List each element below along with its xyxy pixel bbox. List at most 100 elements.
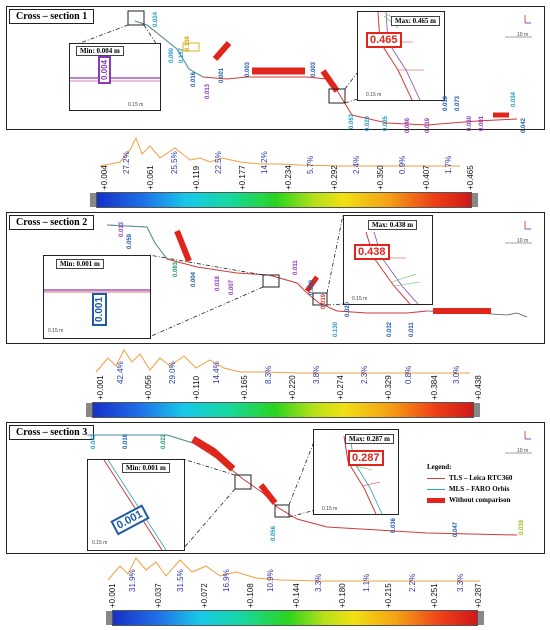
measurement-label: 0.003 — [245, 61, 251, 77]
hist-percent: 29.0% — [168, 361, 177, 384]
hist-tick: +0.234 — [284, 165, 293, 190]
measurement-label: 0.138 — [185, 35, 191, 51]
hist-tick: +0.119 — [192, 165, 201, 190]
measurement-label: 0.059 — [127, 233, 133, 249]
measurement-label: 0.039 — [519, 519, 525, 535]
measurement-label: 0.001 — [219, 67, 225, 83]
measurement-label: 0.073 — [455, 95, 461, 111]
inset-scale-label: 0.15 m — [322, 506, 338, 512]
uncompared-segment — [212, 41, 232, 61]
measurement-label: 0.083 — [173, 261, 179, 277]
hist-percent: 14.2% — [260, 151, 269, 174]
measurement-label: 0.039 — [443, 95, 449, 111]
hist-tick: +0.004 — [100, 165, 109, 190]
zoom-box-min — [262, 274, 280, 288]
hist-percent: 0.9% — [398, 155, 407, 174]
legend-title: Legend: — [427, 463, 452, 471]
inset-scale-label: 0.15 m — [128, 102, 144, 108]
hist-percent: 3.0% — [452, 365, 461, 384]
hist-percent: 3.3% — [456, 573, 465, 592]
hist-tick: +0.407 — [422, 165, 431, 190]
hist-tick: +0.037 — [154, 583, 163, 608]
measurement-label: 0.013 — [205, 83, 211, 99]
measurement-label: 0.018 — [215, 275, 221, 291]
hist-tick: +0.384 — [430, 375, 439, 400]
zoom-box-max — [328, 88, 346, 104]
measurement-label: 0.013 — [119, 221, 125, 237]
measurement-label: 0.032 — [387, 321, 393, 337]
hist-tick: +0.001 — [108, 583, 117, 608]
hist-percent: 42.4% — [116, 361, 125, 384]
hist-tick: +0.465 — [466, 165, 475, 190]
legend: Legend: TLS – Leica RTC360 MLS – FARO Or… — [427, 463, 512, 504]
zoom-box-min — [234, 474, 252, 490]
min-inset: Min: 0.001 m 0.001 0.15 m — [43, 255, 151, 339]
legend-item-uncompared: Without comparison — [427, 496, 512, 504]
max-label: Max: 0.465 m — [390, 16, 440, 26]
cross-section-3-panel: Cross – section 3 10 m Min: 0.001 m 0.00… — [6, 422, 545, 554]
cross-section-2-panel: Cross – section 2 10 m Min: 0.001 m 0.00… — [6, 212, 545, 344]
histogram-2-curve — [95, 349, 470, 374]
hist-tick: +0.292 — [330, 165, 339, 190]
histogram-3-curve — [107, 557, 480, 582]
hist-tick: +0.287 — [474, 583, 483, 608]
min-label: Min: 0.001 m — [56, 259, 104, 269]
uncompared-segment — [320, 69, 340, 93]
uncompared-segment — [304, 275, 320, 293]
uncompared-segment — [174, 229, 192, 263]
hist-tick: +0.165 — [240, 375, 249, 400]
axis-icon — [524, 15, 531, 24]
hist-tick: +0.220 — [288, 375, 297, 400]
min-value-callout: 0.001 — [92, 292, 107, 326]
min-inset: Min: 0.004 m 0.004 0.15 m — [69, 43, 161, 111]
measurement-label: 0.043 — [91, 433, 97, 449]
inset-scale-label: 0.15 m — [352, 296, 368, 302]
hist-percent: 25.5% — [170, 151, 179, 174]
hist-tick: +0.108 — [246, 583, 255, 608]
measurement-label: 0.047 — [453, 521, 459, 537]
min-value-callout: 0.004 — [98, 55, 111, 84]
inset-scale-label: 0.15 m — [366, 92, 382, 98]
hist-tick: +0.329 — [384, 375, 393, 400]
histogram-1-curve — [99, 136, 460, 167]
cross-section-3-drawing — [87, 428, 532, 550]
profile-line-mls — [134, 20, 204, 78]
zoom-box-min — [127, 10, 145, 26]
max-label: Max: 0.287 m — [344, 434, 394, 444]
hist-tick: +0.001 — [96, 375, 105, 400]
hist-percent: 8.3% — [264, 365, 273, 384]
max-inset: Max: 0.438 m 0.438 0.15 m — [343, 215, 433, 305]
hist-tick: +0.350 — [376, 165, 385, 190]
histogram-2: 42.4% 29.0% 14.4% 8.3% 3.8% 2.3% 0.8% 3.… — [0, 344, 550, 400]
measurement-label: 0.022 — [161, 433, 167, 449]
hist-percent: 2.4% — [352, 155, 361, 174]
hist-tick: +0.180 — [338, 583, 347, 608]
inset-scale-label: 0.15 m — [48, 328, 64, 334]
measurement-label: 0.036 — [391, 517, 397, 533]
measurement-label: 0.056 — [271, 525, 277, 541]
measurement-label: 0.009 — [309, 279, 315, 295]
hist-tick: +0.144 — [292, 583, 301, 608]
measurement-label: 0.003 — [311, 61, 317, 77]
hist-percent: 14.4% — [212, 361, 221, 384]
hist-tick: +0.072 — [200, 583, 209, 608]
uncompared-segment — [258, 483, 278, 505]
zoom-box-max — [274, 504, 290, 518]
measurement-label: 0.090 — [169, 47, 175, 63]
measurement-label: 0.019 — [321, 293, 327, 309]
cross-section-1-panel: Cross – section 1 10 m Min: 0.004 — [6, 6, 545, 133]
measurement-label: 0.004 — [191, 271, 197, 287]
hist-tick: +0.110 — [192, 375, 201, 400]
measurement-label: 0.011 — [293, 260, 299, 275]
hist-tick: +0.438 — [474, 375, 483, 400]
axis-icon — [524, 431, 531, 440]
measurement-label: 0.016 — [191, 71, 197, 87]
max-inset: Max: 0.465 m 0.465 0.15 m — [357, 11, 445, 101]
histogram-1: 27.2% 25.5% 22.5% 14.2% 5.7% 2.4% 0.9% 1… — [0, 128, 550, 210]
hist-percent: 5.7% — [306, 155, 315, 174]
measurement-label: 0.020 — [345, 301, 351, 317]
hist-percent: 31.9% — [128, 569, 137, 592]
hist-percent: 1.7% — [444, 155, 453, 174]
legend-item-mls: MLS – FARO Orbis — [427, 485, 512, 493]
hist-tick: +0.251 — [430, 583, 439, 608]
